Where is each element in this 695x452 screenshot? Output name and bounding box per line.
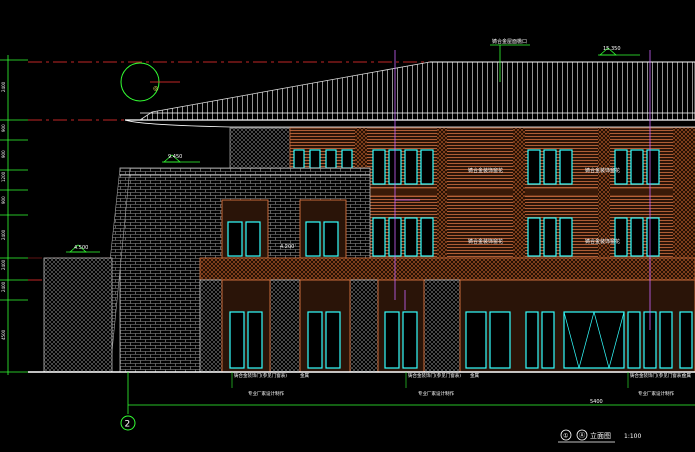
overall-dim: 5400 (590, 399, 603, 405)
dim-text-9: 4500 (1, 329, 6, 340)
door-note-3b: 金属 (682, 372, 691, 379)
door-note-3a: 铸合金装饰门(参见门窗表) (630, 372, 683, 379)
left-wing: 4.500 (43, 244, 113, 373)
title-prefix: ① (563, 433, 568, 440)
roof-note: 铸合金屋面檐口 (492, 38, 527, 45)
grid-bubble-2: 2 (120, 415, 136, 431)
window-note-2: 铸合金装饰窗花 (585, 167, 620, 174)
dim-text-8: 2400 (1, 281, 6, 292)
title-axis-mark: Ⓐ (579, 432, 585, 440)
ground-doors (229, 311, 693, 369)
dim-text-6: 2400 (1, 229, 6, 240)
compass-mark: ◎ (153, 85, 158, 92)
magenta-guides (394, 50, 651, 330)
dim-text-7: 2400 (1, 259, 6, 270)
door-note-2c: 专业厂家设计制作 (418, 390, 454, 397)
elev-terrace-2: 4.500 (74, 245, 88, 251)
elev-terrace-1: 9.450 (168, 154, 182, 160)
drawing-scale: 1:100 (624, 433, 641, 440)
drawing-title: 立面图 (590, 431, 611, 440)
middle-windows: 4.200 (221, 199, 347, 259)
window-note-1: 铸合金装饰窗花 (468, 167, 503, 174)
dim-text-3: 900 (1, 150, 6, 158)
dim-text-2: 900 (1, 124, 6, 132)
elev-canopy: 4.200 (280, 244, 294, 250)
window-note-4: 铸合金装饰窗花 (585, 238, 620, 245)
door-notes: 铸合金装饰门(参见门窗表) 金属 专业厂家设计制作 铸合金装饰门(参见门窗表) … (231, 372, 691, 397)
dim-text-5: 900 (1, 196, 6, 204)
door-note-2b: 金属 (470, 372, 479, 379)
roof (124, 61, 695, 128)
door-note-1a: 铸合金装饰门(参见门窗表) (234, 372, 287, 379)
grid-label-2: 2 (125, 420, 131, 430)
window-note-3: 铸合金装饰窗花 (468, 238, 503, 245)
dim-text-1: 2400 (1, 81, 6, 92)
elev-roof: 15.350 (603, 46, 621, 52)
folding-door-lines (563, 311, 625, 369)
left-dimension-chain: 2400 900 900 1200 900 2400 2400 2400 450… (0, 55, 28, 375)
door-note-1c: 专业厂家设计制作 (248, 390, 284, 397)
dim-text-4: 1200 (1, 171, 6, 182)
roof-notes: 铸合金屋面檐口 15.350 (490, 38, 640, 82)
bottom-dimension: 5400 (127, 372, 695, 414)
door-note-1b: 金属 (300, 372, 309, 379)
door-note-3c: 专业厂家设计制作 (638, 390, 674, 397)
drawing-title-block: ① Ⓐ 立面图 1:100 (558, 429, 641, 443)
door-note-2a: 铸合金装饰门(参见门窗表) (408, 372, 461, 379)
window-notes: 铸合金装饰窗花 铸合金装饰窗花 铸合金装饰窗花 铸合金装饰窗花 (468, 167, 620, 245)
north-compass: ◎ (120, 62, 180, 102)
